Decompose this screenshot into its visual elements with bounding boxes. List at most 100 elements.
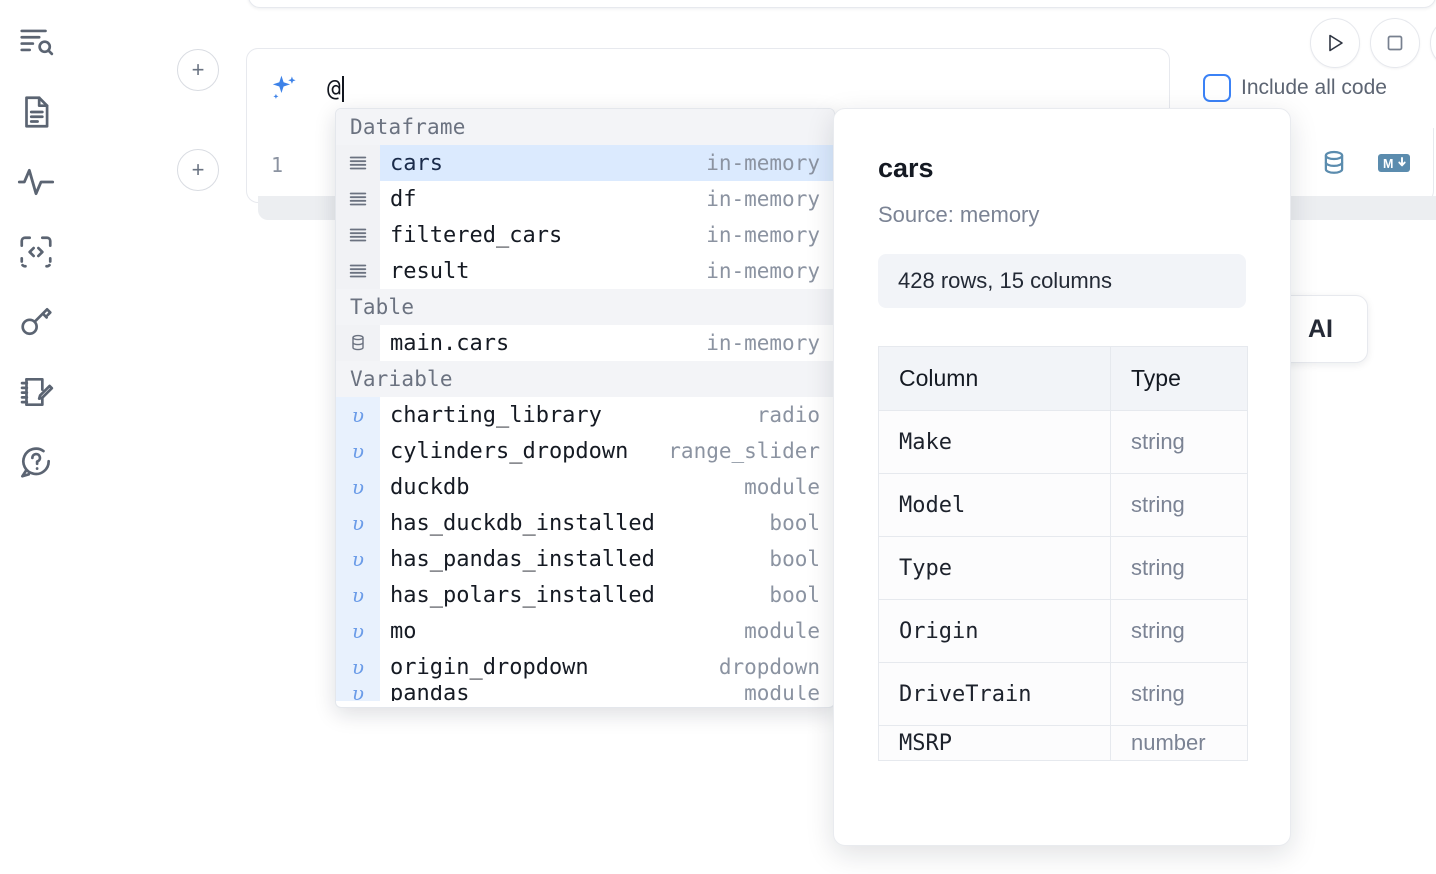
detail-shape-badge: 428 rows, 15 columns	[878, 254, 1246, 308]
help-chat-icon[interactable]	[12, 438, 60, 486]
table-db-icon	[336, 325, 380, 361]
code-snippet-icon[interactable]	[12, 228, 60, 276]
variable-icon: υ	[336, 433, 380, 469]
schema-column-type: string	[1110, 662, 1248, 726]
detail-source: Source: memory	[878, 202, 1040, 227]
autocomplete-item[interactable]: main.cars in-memory	[336, 325, 834, 361]
autocomplete-item-name: charting_library	[390, 402, 602, 428]
variable-icon: υ	[336, 541, 380, 577]
autocomplete-item-name: mo	[390, 618, 417, 644]
schema-column-name: Origin	[878, 599, 1111, 663]
schema-column-type: string	[1110, 473, 1248, 537]
autocomplete-item[interactable]: df in-memory	[336, 181, 834, 217]
schema-column-type: string	[1110, 410, 1248, 474]
add-cell-button-bottom[interactable]: +	[177, 149, 219, 191]
dataframe-icon	[336, 181, 380, 217]
autocomplete-item-type: radio	[756, 403, 820, 427]
autocomplete-item[interactable]: filtered_cars in-memory	[336, 217, 834, 253]
autocomplete-item-type: in-memory	[706, 259, 820, 283]
dataframe-detail-popup: cars Source: memory 428 rows, 15 columns…	[833, 108, 1291, 846]
ai-prompt-value: @	[327, 75, 341, 102]
ai-prompt-input[interactable]: @	[327, 75, 344, 102]
autocomplete-item-type: in-memory	[706, 151, 820, 175]
autocomplete-item-name: duckdb	[390, 474, 470, 500]
autocomplete-item-type: in-memory	[706, 187, 820, 211]
autocomplete-item-name: filtered_cars	[390, 222, 563, 248]
left-icon-rail	[0, 0, 72, 874]
schema-column-type: string	[1110, 599, 1248, 663]
autocomplete-item-type: bool	[769, 547, 820, 571]
autocomplete-item[interactable]: υ cylinders_dropdown range_slider	[336, 433, 834, 469]
stop-button[interactable]	[1370, 18, 1420, 68]
autocomplete-item-name: has_duckdb_installed	[390, 510, 655, 536]
code-cell-tools: M	[1319, 128, 1411, 202]
variable-icon: υ	[336, 469, 380, 505]
autocomplete-item-name: result	[390, 258, 470, 284]
file-text-icon[interactable]	[12, 88, 60, 136]
dataframe-icon	[336, 253, 380, 289]
autocomplete-item-type: module	[744, 685, 820, 701]
run-button[interactable]	[1310, 18, 1360, 68]
schema-column-name: MSRP	[878, 725, 1111, 761]
autocomplete-item[interactable]: υ has_pandas_installed bool	[336, 541, 834, 577]
autocomplete-item-type: range_slider	[668, 439, 820, 463]
schema-column-type: string	[1110, 536, 1248, 600]
autocomplete-item-name: origin_dropdown	[390, 654, 589, 680]
include-all-code-row[interactable]: Include all code	[1203, 74, 1387, 102]
autocomplete-group-header: Variable	[336, 361, 834, 397]
autocomplete-item[interactable]: result in-memory	[336, 253, 834, 289]
autocomplete-item-name: has_polars_installed	[390, 582, 655, 608]
explore-outline-icon[interactable]	[12, 18, 60, 66]
markdown-icon[interactable]: M	[1377, 151, 1411, 180]
include-all-code-checkbox[interactable]	[1203, 74, 1231, 102]
autocomplete-item-type: dropdown	[718, 655, 820, 679]
schema-column-name: Make	[878, 410, 1111, 474]
autocomplete-item-name: main.cars	[390, 330, 510, 356]
database-icon[interactable]	[1319, 148, 1349, 183]
schema-column-name: DriveTrain	[878, 662, 1111, 726]
column-header: Column	[878, 346, 1111, 411]
type-header: Type	[1110, 346, 1248, 411]
autocomplete-item-name: cylinders_dropdown	[390, 438, 629, 464]
line-number: 1	[270, 153, 284, 177]
autocomplete-item-name: df	[390, 186, 417, 212]
autocomplete-item[interactable]: cars in-memory	[336, 145, 834, 181]
svg-text:M: M	[1383, 157, 1393, 171]
variable-icon: υ	[336, 613, 380, 649]
autocomplete-group-header: Dataframe	[336, 109, 834, 145]
dataframe-icon	[336, 145, 380, 181]
cell-run-controls	[1310, 18, 1436, 68]
autocomplete-item-type: in-memory	[706, 223, 820, 247]
autocomplete-item-name: has_pandas_installed	[390, 546, 655, 572]
autocomplete-item-type: bool	[769, 583, 820, 607]
more-options-button[interactable]	[1430, 18, 1436, 68]
autocomplete-item-type: module	[744, 475, 820, 499]
include-all-code-label: Include all code	[1241, 76, 1387, 99]
autocomplete-item-name: cars	[390, 150, 443, 176]
scratchpad-icon[interactable]	[12, 368, 60, 416]
text-caret	[341, 75, 344, 102]
schema-column-name: Model	[878, 473, 1111, 537]
activity-pulse-icon[interactable]	[12, 158, 60, 206]
table-header-row: Column Type	[878, 346, 1248, 411]
autocomplete-item-type: in-memory	[706, 331, 820, 355]
key-icon[interactable]	[12, 298, 60, 346]
autocomplete-item-type: module	[744, 619, 820, 643]
add-cell-button-top[interactable]: +	[177, 49, 219, 91]
detail-title: cars	[878, 153, 934, 183]
autocomplete-item-type: bool	[769, 511, 820, 535]
